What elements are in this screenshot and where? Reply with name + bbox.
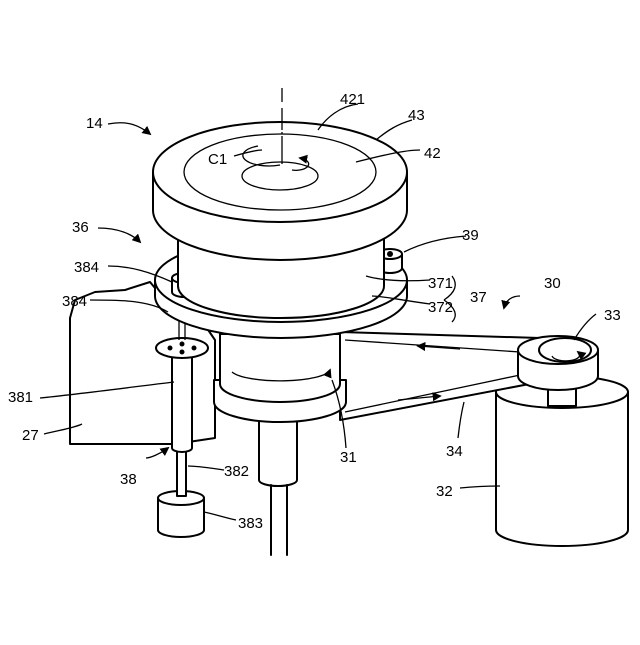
label-372: 372 [428, 299, 453, 316]
label-34: 34 [446, 443, 463, 460]
label-32: 32 [436, 483, 453, 500]
label-43: 43 [408, 107, 425, 124]
label-27: 27 [22, 427, 39, 444]
label-33: 33 [604, 307, 621, 324]
label-14: 14 [86, 115, 103, 132]
label-36: 36 [72, 219, 89, 236]
spin-head [153, 88, 407, 260]
label-371: 371 [428, 275, 453, 292]
label-39: 39 [462, 227, 479, 244]
label-38: 38 [120, 471, 137, 488]
motor-32 [496, 376, 628, 546]
label-383: 383 [238, 515, 263, 532]
label-382: 382 [224, 463, 249, 480]
label-384-upper: 384 [74, 259, 99, 276]
pulley-33 [518, 336, 598, 390]
label-384-lower: 384 [62, 293, 87, 310]
label-421: 421 [340, 91, 365, 108]
label-42: 42 [424, 145, 441, 162]
label-381: 381 [8, 389, 33, 406]
label-30: 30 [544, 275, 561, 292]
label-31: 31 [340, 449, 357, 466]
lower-housing [214, 334, 346, 422]
label-C1: C1 [208, 151, 227, 168]
shaft-31 [259, 420, 297, 555]
label-37: 37 [470, 289, 487, 306]
